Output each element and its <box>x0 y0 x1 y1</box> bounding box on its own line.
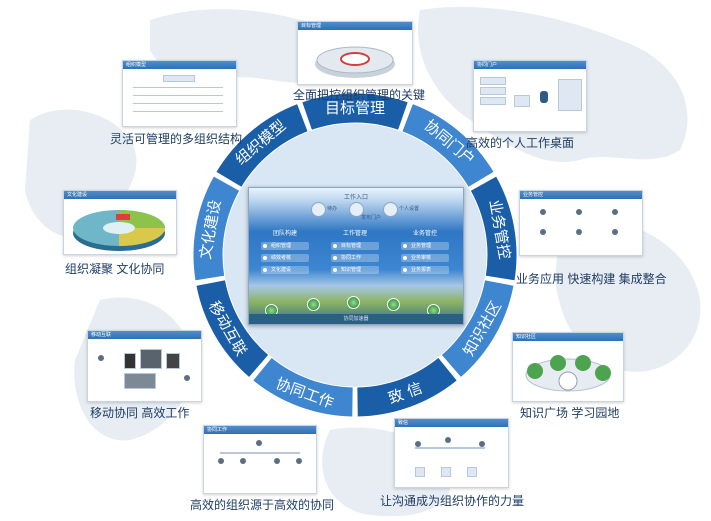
thumb-business[interactable]: 业务管控 <box>519 190 643 256</box>
thumb-title: 协同工作 <box>207 427 228 433</box>
column-item[interactable]: 业务管理 <box>401 242 449 250</box>
caption-culture: 组织凝聚 文化协同 <box>65 262 165 276</box>
ring-segment[interactable] <box>356 356 459 418</box>
person-icon <box>576 229 582 235</box>
ring-segment[interactable] <box>440 279 515 379</box>
person-icon <box>540 229 546 235</box>
column-heading: 业务管控 <box>412 231 437 237</box>
thumb-title: 组织模型 <box>126 62 147 68</box>
ring-segment[interactable] <box>301 92 409 131</box>
person-icon <box>445 437 451 443</box>
thumb-title: 知识社区 <box>516 334 537 340</box>
caption-mobile: 移动协同 高效工作 <box>90 406 190 420</box>
person-icon <box>274 458 280 464</box>
caption-zhixin: 让沟通成为组织协作的力量 <box>380 494 525 508</box>
person-icon <box>612 209 618 215</box>
thumb-mobile[interactable]: 移动互联 <box>87 330 202 402</box>
portal-icon[interactable] <box>349 202 364 217</box>
caption-knowledge: 知识广场 学习园地 <box>520 406 620 420</box>
person-icon <box>218 458 224 464</box>
person-icon <box>612 229 618 235</box>
column-team: 团队构建 组织管理 绩效考核 文化建设 <box>255 228 315 278</box>
top-label-settings: 个人设置 <box>399 206 420 212</box>
person-icon <box>240 458 246 464</box>
person-icon <box>540 91 548 103</box>
top-label-portal: 发布门户 <box>361 215 382 221</box>
ring-segment[interactable] <box>251 356 354 418</box>
column-item[interactable]: 业务报表 <box>401 266 449 274</box>
column-item[interactable]: 文化建设 <box>261 266 309 274</box>
knowledge-ring-icon <box>525 355 611 392</box>
center-panel: 工作入口 待办 发布门户 个人设置 团队构建 组织管理 绩效考核 文化建设 工作… <box>248 187 464 325</box>
column-item[interactable]: 知识管理 <box>331 266 379 274</box>
todo-icon[interactable] <box>311 202 326 217</box>
thumb-title: 目标管理 <box>301 23 322 29</box>
thumb-collaboration[interactable]: 协同工作 <box>203 425 317 494</box>
center-footer: 协同加速器 <box>249 314 463 324</box>
person-icon <box>415 441 421 447</box>
pie-ring-icon <box>315 46 395 78</box>
person-icon <box>184 375 190 381</box>
ring-segment[interactable] <box>192 175 241 282</box>
green-ball-icon[interactable] <box>307 298 320 311</box>
thumb-portal[interactable]: 协同门户 <box>473 60 587 132</box>
thumb-title: 文化建设 <box>67 192 88 198</box>
column-heading: 工作管理 <box>342 231 367 237</box>
center-panel-title: 工作入口 <box>343 195 368 201</box>
person-icon <box>540 209 546 215</box>
column-heading: 团队构建 <box>272 231 297 237</box>
green-ball-icon[interactable] <box>387 298 400 311</box>
caption-business: 业务应用 快速构建 集成整合 <box>516 272 667 286</box>
thumb-goal-management[interactable]: 目标管理 <box>297 21 413 85</box>
ring-segment[interactable] <box>195 279 270 379</box>
column-item[interactable]: 协同工作 <box>331 254 379 262</box>
green-ball-icon[interactable] <box>347 296 360 309</box>
thumb-title: 协同门户 <box>477 62 498 68</box>
column-business: 业务管控 业务管理 业务审核 业务报表 <box>395 228 455 278</box>
thumb-org-model[interactable]: 组织模型 <box>122 60 237 127</box>
thumb-zhixin[interactable]: 致信 <box>394 418 509 488</box>
person-icon <box>256 440 262 446</box>
settings-icon[interactable] <box>383 202 398 217</box>
person-icon <box>98 355 104 361</box>
top-label-todo: 待办 <box>327 206 338 212</box>
person-icon <box>479 441 485 447</box>
caption-goal-management: 全面把控组织管理的关键 <box>293 88 426 102</box>
ring-segment[interactable] <box>401 102 495 189</box>
thumb-title: 业务管控 <box>523 192 544 198</box>
ring-segment[interactable] <box>215 102 309 189</box>
culture-disc-icon <box>73 210 165 251</box>
person-icon <box>296 458 302 464</box>
column-item[interactable]: 业务审核 <box>401 254 449 262</box>
caption-portal: 高效的个人工作桌面 <box>466 136 575 150</box>
caption-collaboration: 高效的组织源于高效的协同 <box>190 498 335 512</box>
column-item[interactable]: 目标管理 <box>331 242 379 250</box>
ring-segment-label: 目标管理 <box>325 99 385 117</box>
thumb-culture[interactable]: 文化建设 <box>63 190 177 255</box>
column-work: 工作管理 目标管理 协同工作 知识管理 <box>325 228 385 278</box>
ring-segment[interactable] <box>469 175 518 282</box>
column-item[interactable]: 组织管理 <box>261 242 309 250</box>
thumb-knowledge[interactable]: 知识社区 <box>512 332 624 402</box>
thumb-title: 致信 <box>398 420 409 426</box>
caption-org-model: 灵活可管理的多组织结构 <box>110 132 243 146</box>
column-item[interactable]: 绩效考核 <box>261 254 309 262</box>
thumb-title: 移动互联 <box>91 332 112 338</box>
person-icon <box>576 209 582 215</box>
